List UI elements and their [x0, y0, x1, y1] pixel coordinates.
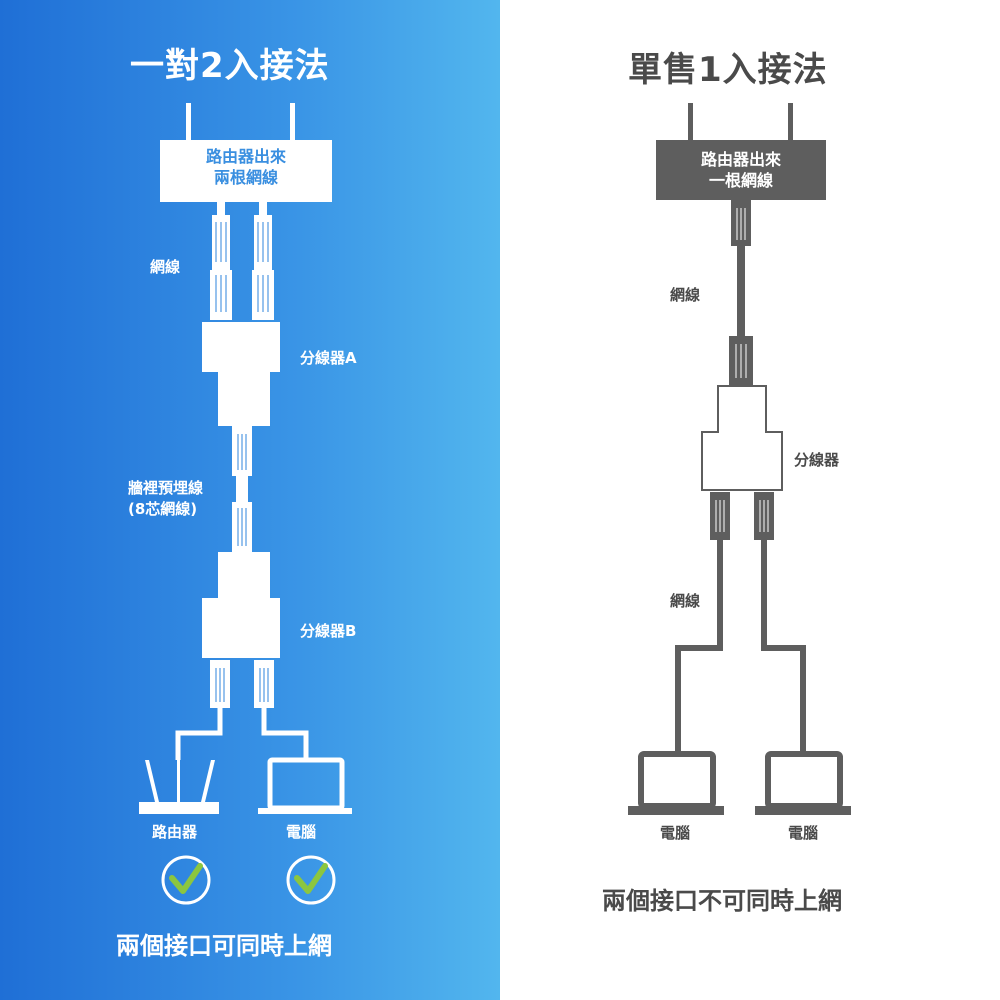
router-icon — [201, 760, 215, 802]
router-antenna — [186, 103, 191, 143]
router-box-label: 路由器出來 兩根網線 — [160, 146, 332, 188]
splitter-a-body — [202, 322, 280, 426]
cable — [261, 708, 309, 760]
cable — [175, 708, 223, 760]
wall-cable-line1: 牆裡預埋線 — [128, 479, 204, 497]
router-antenna — [290, 103, 295, 143]
wall-cable-line2: (8芯網線) — [128, 500, 198, 518]
splitter-label: 分線器 — [794, 451, 840, 469]
router-box-line2: 兩根網線 — [213, 168, 278, 187]
router-antenna — [688, 103, 693, 143]
router-box-label: 路由器出來 一根網線 — [656, 149, 826, 191]
cable — [259, 202, 267, 216]
splitter-body — [701, 385, 783, 491]
splitter-b-body — [202, 552, 280, 658]
device-label-computer-2: 電腦 — [788, 824, 819, 842]
right-diagram — [628, 103, 851, 815]
router-antenna — [788, 103, 793, 143]
cable — [236, 476, 248, 502]
left-footer: 兩個接口可同時上網 — [116, 932, 332, 960]
laptop-icon — [638, 751, 716, 809]
device-label-computer-1: 電腦 — [660, 824, 691, 842]
laptop-icon — [765, 751, 843, 809]
right-panel: 單售1入接法 路由器出來 一根網線 網線 分線器 網線 電腦 電腦 兩個接口不可… — [500, 0, 1000, 1000]
device-label-computer: 電腦 — [286, 823, 317, 841]
router-box-line1: 路由器出來 — [205, 147, 286, 166]
router-icon — [145, 760, 159, 802]
laptop-icon — [628, 806, 724, 815]
cable — [217, 202, 225, 216]
router-icon — [139, 802, 219, 814]
cable — [675, 540, 723, 752]
cable-label-bottom: 網線 — [670, 592, 701, 610]
cable — [761, 540, 806, 752]
router-box-line2: 一根網線 — [708, 171, 773, 190]
left-panel: 一對2入接法 路由器出來 兩根網線 網線 分線器A 牆裡預埋線 (8芯網線) 分… — [0, 0, 500, 1000]
checkmark-icon — [161, 855, 211, 905]
left-diagram — [139, 103, 352, 905]
laptop-icon — [267, 757, 345, 811]
left-title: 一對2入接法 — [130, 46, 330, 86]
cable-label: 網線 — [150, 258, 181, 276]
laptop-icon — [755, 806, 851, 815]
router-box — [656, 140, 826, 200]
device-label-router: 路由器 — [152, 823, 198, 841]
right-title: 單售1入接法 — [628, 50, 828, 90]
splitter-a-label: 分線器A — [300, 349, 357, 367]
checkmark-icon — [286, 855, 336, 905]
router-box-line1: 路由器出來 — [700, 150, 781, 169]
cable-label-top: 網線 — [670, 286, 701, 304]
right-footer: 兩個接口不可同時上網 — [602, 887, 842, 915]
splitter-b-label: 分線器B — [300, 622, 357, 640]
wall-cable-label: 牆裡預埋線 (8芯網線) — [128, 478, 203, 520]
laptop-icon — [258, 808, 352, 814]
router-icon — [177, 760, 180, 802]
cable — [737, 246, 745, 336]
router-box — [160, 140, 332, 202]
